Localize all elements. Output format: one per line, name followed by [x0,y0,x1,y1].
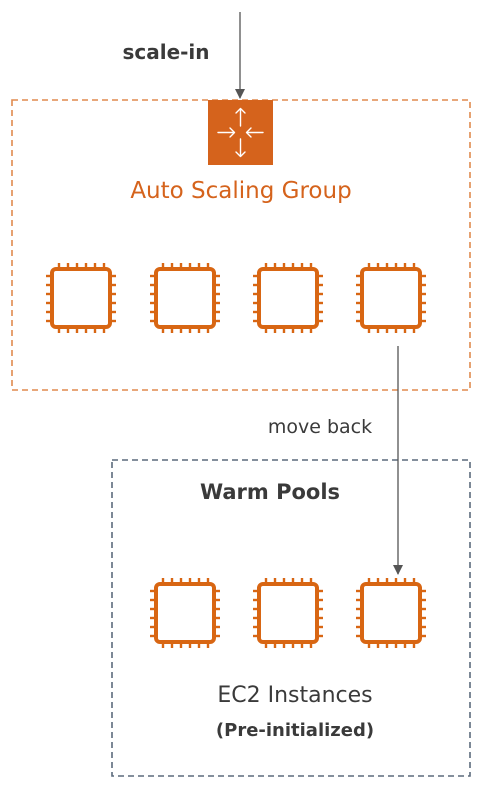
pre-initialized-label: (Pre-initialized) [215,720,375,741]
ec2-instance-icon [356,578,426,648]
ec2-instance-icon [150,263,220,333]
scale-in-label: scale-in [122,40,210,64]
ec2-instance-icon [356,263,426,333]
asg-instances [46,263,426,333]
auto-scaling-icon [208,100,273,165]
warm-pool-instances [150,578,426,648]
ec2-instance-icon [46,263,116,333]
auto-scaling-group-container [11,99,471,391]
ec2-instance-icon [253,263,323,333]
ec2-instances-label: EC2 Instances [217,683,373,708]
ec2-instance-icon [150,578,220,648]
warm-pools-label: Warm Pools [199,480,341,504]
move-back-label: move back [267,416,373,438]
auto-scaling-group-label: Auto Scaling Group [130,178,352,204]
ec2-instance-icon [253,578,323,648]
warm-pools-container [111,459,471,777]
